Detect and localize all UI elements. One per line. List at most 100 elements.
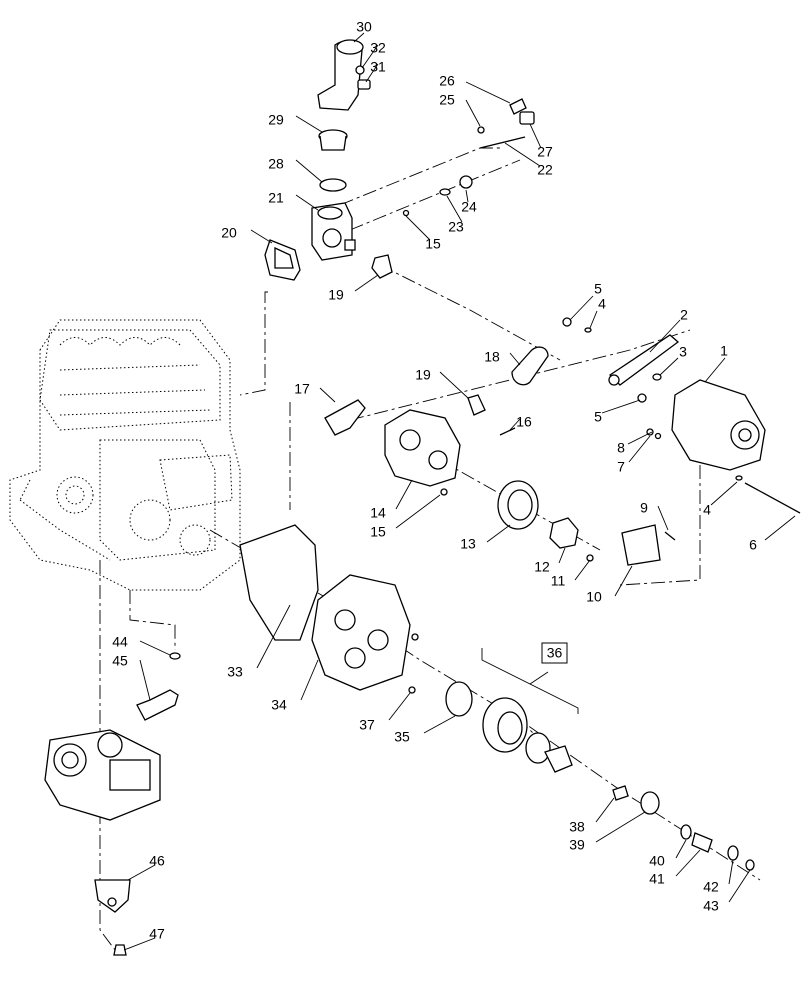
callout-leader-24 [465, 189, 469, 203]
callout-12: 12 [534, 559, 550, 575]
callout-leader-41 [675, 849, 701, 877]
callout-leader-13 [486, 524, 511, 543]
callout-36-box [541, 642, 568, 664]
alignment-lines [99, 147, 761, 951]
callout-1: 1 [720, 343, 728, 359]
callout-29: 29 [268, 112, 284, 128]
callout-40: 40 [649, 853, 665, 869]
callout-leader-6 [764, 515, 796, 541]
callout-24: 24 [461, 199, 477, 215]
callout-leader-19 [439, 371, 469, 399]
callout-2: 2 [680, 307, 688, 323]
callout-leader-26 [465, 81, 511, 104]
callout-46: 46 [149, 853, 165, 869]
callout-leader-45 [139, 659, 151, 701]
callout-leader-39 [595, 811, 646, 843]
callout-leader-29 [295, 115, 323, 133]
callout-leader-31 [365, 63, 379, 83]
callout-leader-47 [123, 937, 156, 951]
callout-36: 36 [547, 645, 563, 661]
callout-14: 14 [370, 505, 386, 521]
callout-7: 7 [617, 459, 625, 475]
callout-leader-5 [569, 295, 594, 321]
callout-10: 10 [586, 589, 602, 605]
callout-9: 9 [640, 500, 648, 516]
callout-leader-38 [595, 797, 615, 823]
callout-leader-40 [675, 839, 687, 859]
callout-leader-44 [139, 640, 171, 656]
callout-leader-4-2 [710, 481, 738, 506]
callout-8: 8 [617, 440, 625, 456]
callout-32: 32 [370, 40, 386, 56]
callout-leader-37 [388, 692, 411, 721]
callout-6: 6 [749, 537, 757, 553]
oil-pump-group [44, 652, 181, 956]
callout-41: 41 [649, 871, 665, 887]
callout-13: 13 [460, 536, 476, 552]
callout-leader-27 [529, 123, 542, 149]
callout-44: 44 [112, 634, 128, 650]
callout-leader-3 [659, 357, 679, 376]
callout-leader-5-2 [601, 399, 641, 414]
callout-leader-35 [423, 715, 456, 734]
group-bracket-36 [481, 648, 579, 714]
callout-labels: 1234455678910111213141515161718191920212… [112, 19, 757, 942]
callout-42: 42 [703, 879, 719, 895]
callout-5: 5 [594, 281, 602, 297]
callout-leader-28 [295, 159, 323, 183]
callout-leader-16 [509, 418, 521, 431]
callout-37: 37 [359, 717, 375, 733]
callout-26: 26 [439, 73, 455, 89]
callout-leaders [123, 32, 796, 951]
callout-leader-30 [353, 32, 365, 43]
callout-leader-10 [614, 565, 633, 597]
callout-leader-8 [627, 431, 653, 445]
callout-leader-7 [628, 435, 651, 463]
thermostat-assembly [264, 39, 535, 281]
callout-15-2: 15 [425, 236, 441, 252]
callout-4-2: 4 [703, 502, 711, 518]
callout-33: 33 [227, 664, 243, 680]
callout-leader-19-2 [354, 274, 379, 292]
callout-leader-2 [649, 319, 681, 353]
callout-18: 18 [484, 349, 500, 365]
callout-21: 21 [268, 190, 284, 206]
callout-17: 17 [294, 381, 310, 397]
callout-leader-25 [465, 99, 481, 127]
callout-leader-46 [127, 864, 156, 881]
engine-block [9, 319, 241, 591]
callout-16: 16 [516, 414, 532, 430]
callout-23: 23 [448, 219, 464, 235]
callout-19-2: 19 [328, 287, 344, 303]
callout-25: 25 [439, 92, 455, 108]
callout-30: 30 [356, 19, 372, 35]
callout-leader-21 [295, 194, 319, 211]
callout-47: 47 [149, 926, 165, 942]
front-cover-group [239, 524, 755, 871]
alternator-group [562, 317, 801, 566]
callout-leader-43 [728, 869, 751, 903]
callout-leader-15 [395, 494, 441, 529]
callout-leader-15-2 [405, 215, 431, 241]
callout-27: 27 [537, 144, 553, 160]
callout-31: 31 [370, 59, 386, 75]
callout-5-2: 5 [594, 409, 602, 425]
callout-leader-11 [574, 559, 591, 581]
callout-22: 22 [537, 162, 553, 178]
callout-leader-34 [300, 659, 319, 701]
callout-3: 3 [679, 344, 687, 360]
callout-leader-33 [256, 604, 291, 669]
callout-leader-17 [319, 387, 336, 403]
callout-leader-14 [395, 479, 413, 510]
callout-leader-23 [446, 195, 463, 223]
callout-45: 45 [112, 653, 128, 669]
callout-leader-32 [361, 44, 379, 69]
callout-leader-22 [504, 142, 541, 167]
callout-19: 19 [415, 367, 431, 383]
callout-leader-1 [704, 357, 726, 383]
callout-leader-20 [250, 229, 273, 244]
callout-39: 39 [569, 837, 585, 853]
callout-34: 34 [271, 697, 287, 713]
